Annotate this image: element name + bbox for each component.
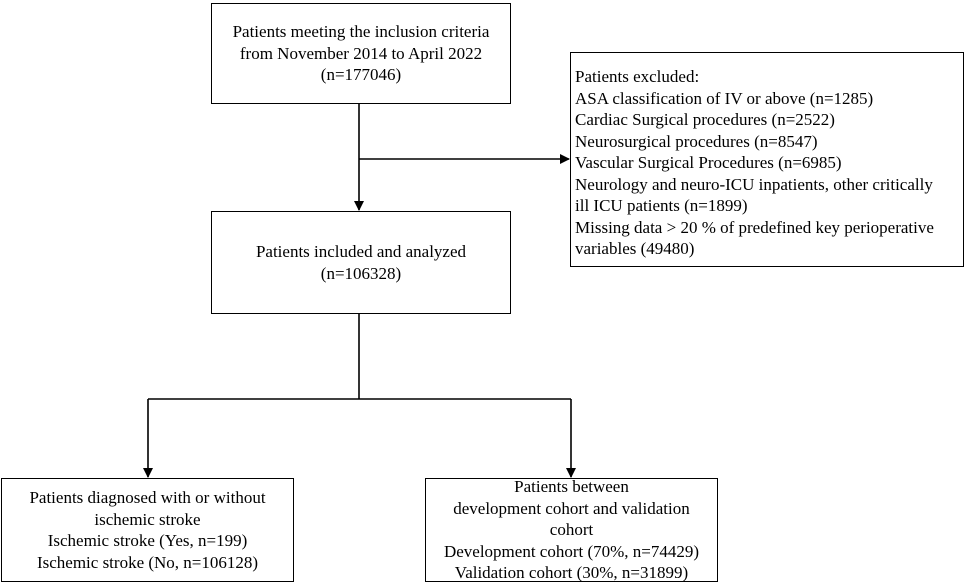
cohort-line-1: Patients between — [514, 477, 629, 497]
inclusion-line-3: (n=177046) — [320, 65, 402, 85]
included-analyzed-box: Patients included and analyzed (n=106328… — [211, 211, 511, 314]
cohort-line-2: development cohort and validation — [453, 498, 690, 518]
included-line-1: Patients included and analyzed — [255, 242, 467, 261]
excluded-neurology-line-2: ill ICU patients (n=1899) — [575, 196, 748, 215]
included-line-2: (n=106328) — [320, 263, 402, 283]
inclusion-criteria-box: Patients meeting the inclusion criteria … — [211, 3, 511, 104]
excluded-asa: ASA classification of IV or above (n=128… — [575, 88, 874, 108]
excluded-cardiac: Cardiac Surgical procedures (n=2522) — [575, 110, 835, 129]
stroke-line-2: ischemic stroke — [94, 509, 201, 529]
cohort-line-3: cohort — [549, 520, 594, 540]
excluded-neurology-line-1: Neurology and neuro-ICU inpatients, othe… — [575, 174, 933, 194]
stroke-line-1: Patients diagnosed with or without — [29, 488, 266, 507]
cohort-split-box: Patients between development cohort and … — [425, 477, 718, 583]
excluded-neurosurgical: Neurosurgical procedures (n=8547) — [575, 131, 818, 151]
stroke-line-3: Ischemic stroke (Yes, n=199) — [47, 531, 248, 550]
inclusion-line-2: from November 2014 to April 2022 — [239, 43, 483, 63]
inclusion-line-1: Patients meeting the inclusion criteria — [232, 22, 490, 42]
cohort-line-5: Validation cohort (30%, n=31899) — [454, 563, 689, 583]
stroke-line-4: Ischemic stroke (No, n=106128) — [36, 552, 259, 572]
ischemic-stroke-box: Patients diagnosed with or without ische… — [1, 478, 294, 582]
excluded-missing-line-2: variables (49480) — [575, 239, 695, 258]
excluded-patients-box: Patients excluded: ASA classification of… — [570, 52, 964, 267]
excluded-vascular: Vascular Surgical Procedures (n=6985) — [575, 153, 842, 172]
cohort-line-4: Development cohort (70%, n=74429) — [443, 541, 700, 561]
excluded-missing-line-1: Missing data > 20 % of predefined key pe… — [575, 217, 934, 237]
excluded-heading: Patients excluded: — [575, 67, 700, 86]
